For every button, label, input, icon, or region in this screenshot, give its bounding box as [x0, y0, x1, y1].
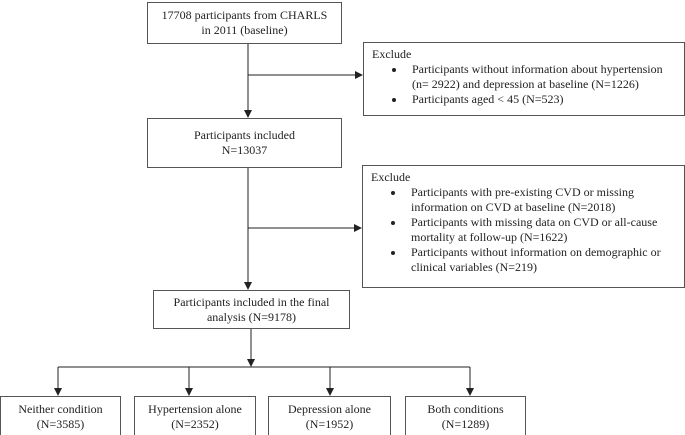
- exclude-item: Participants with missing data on CVD or…: [405, 215, 676, 245]
- start-box: 17708 participants from CHARLS in 2011 (…: [147, 2, 342, 44]
- exclude-item: Participants without information on demo…: [405, 245, 676, 275]
- exclude-title: Exclude: [372, 47, 412, 61]
- exclude-item: Participants without information about h…: [406, 62, 676, 92]
- included-line2: N=13037: [221, 143, 268, 157]
- group-count: (N=3585): [36, 417, 85, 431]
- group-label: Depression alone: [288, 402, 371, 416]
- final-line1: Participants included in the final: [173, 294, 330, 309]
- group-box-neither: Neither condition (N=3585): [0, 396, 121, 435]
- group-count: (N=2352): [171, 417, 219, 431]
- group-box-both: Both conditions (N=1289): [405, 396, 526, 435]
- group-count: (N=1952): [305, 417, 354, 431]
- group-box-hypertension: Hypertension alone (N=2352): [134, 396, 256, 435]
- exclude-item: Participants with pre-existing CVD or mi…: [405, 185, 676, 215]
- start-line1: 17708 participants from CHARLS: [161, 8, 328, 22]
- exclude-box-2: Exclude Participants with pre-existing C…: [362, 165, 685, 288]
- included-line1: Participants included: [194, 128, 295, 142]
- exclude-item: Participants aged < 45 (N=523): [406, 92, 676, 107]
- group-label: Both conditions: [427, 402, 504, 416]
- final-box: Participants included in the final analy…: [153, 290, 350, 329]
- start-line2: in 2011 (baseline): [201, 23, 288, 37]
- final-line2: analysis (N=9178): [206, 309, 297, 324]
- included-box: Participants included N=13037: [147, 118, 342, 168]
- group-label: Neither condition: [18, 402, 103, 416]
- exclude-title: Exclude: [371, 170, 411, 184]
- exclude-box-1: Exclude Participants without information…: [363, 42, 685, 116]
- group-label: Hypertension alone: [148, 402, 242, 416]
- group-box-depression: Depression alone (N=1952): [268, 396, 391, 435]
- group-count: (N=1289): [441, 417, 490, 431]
